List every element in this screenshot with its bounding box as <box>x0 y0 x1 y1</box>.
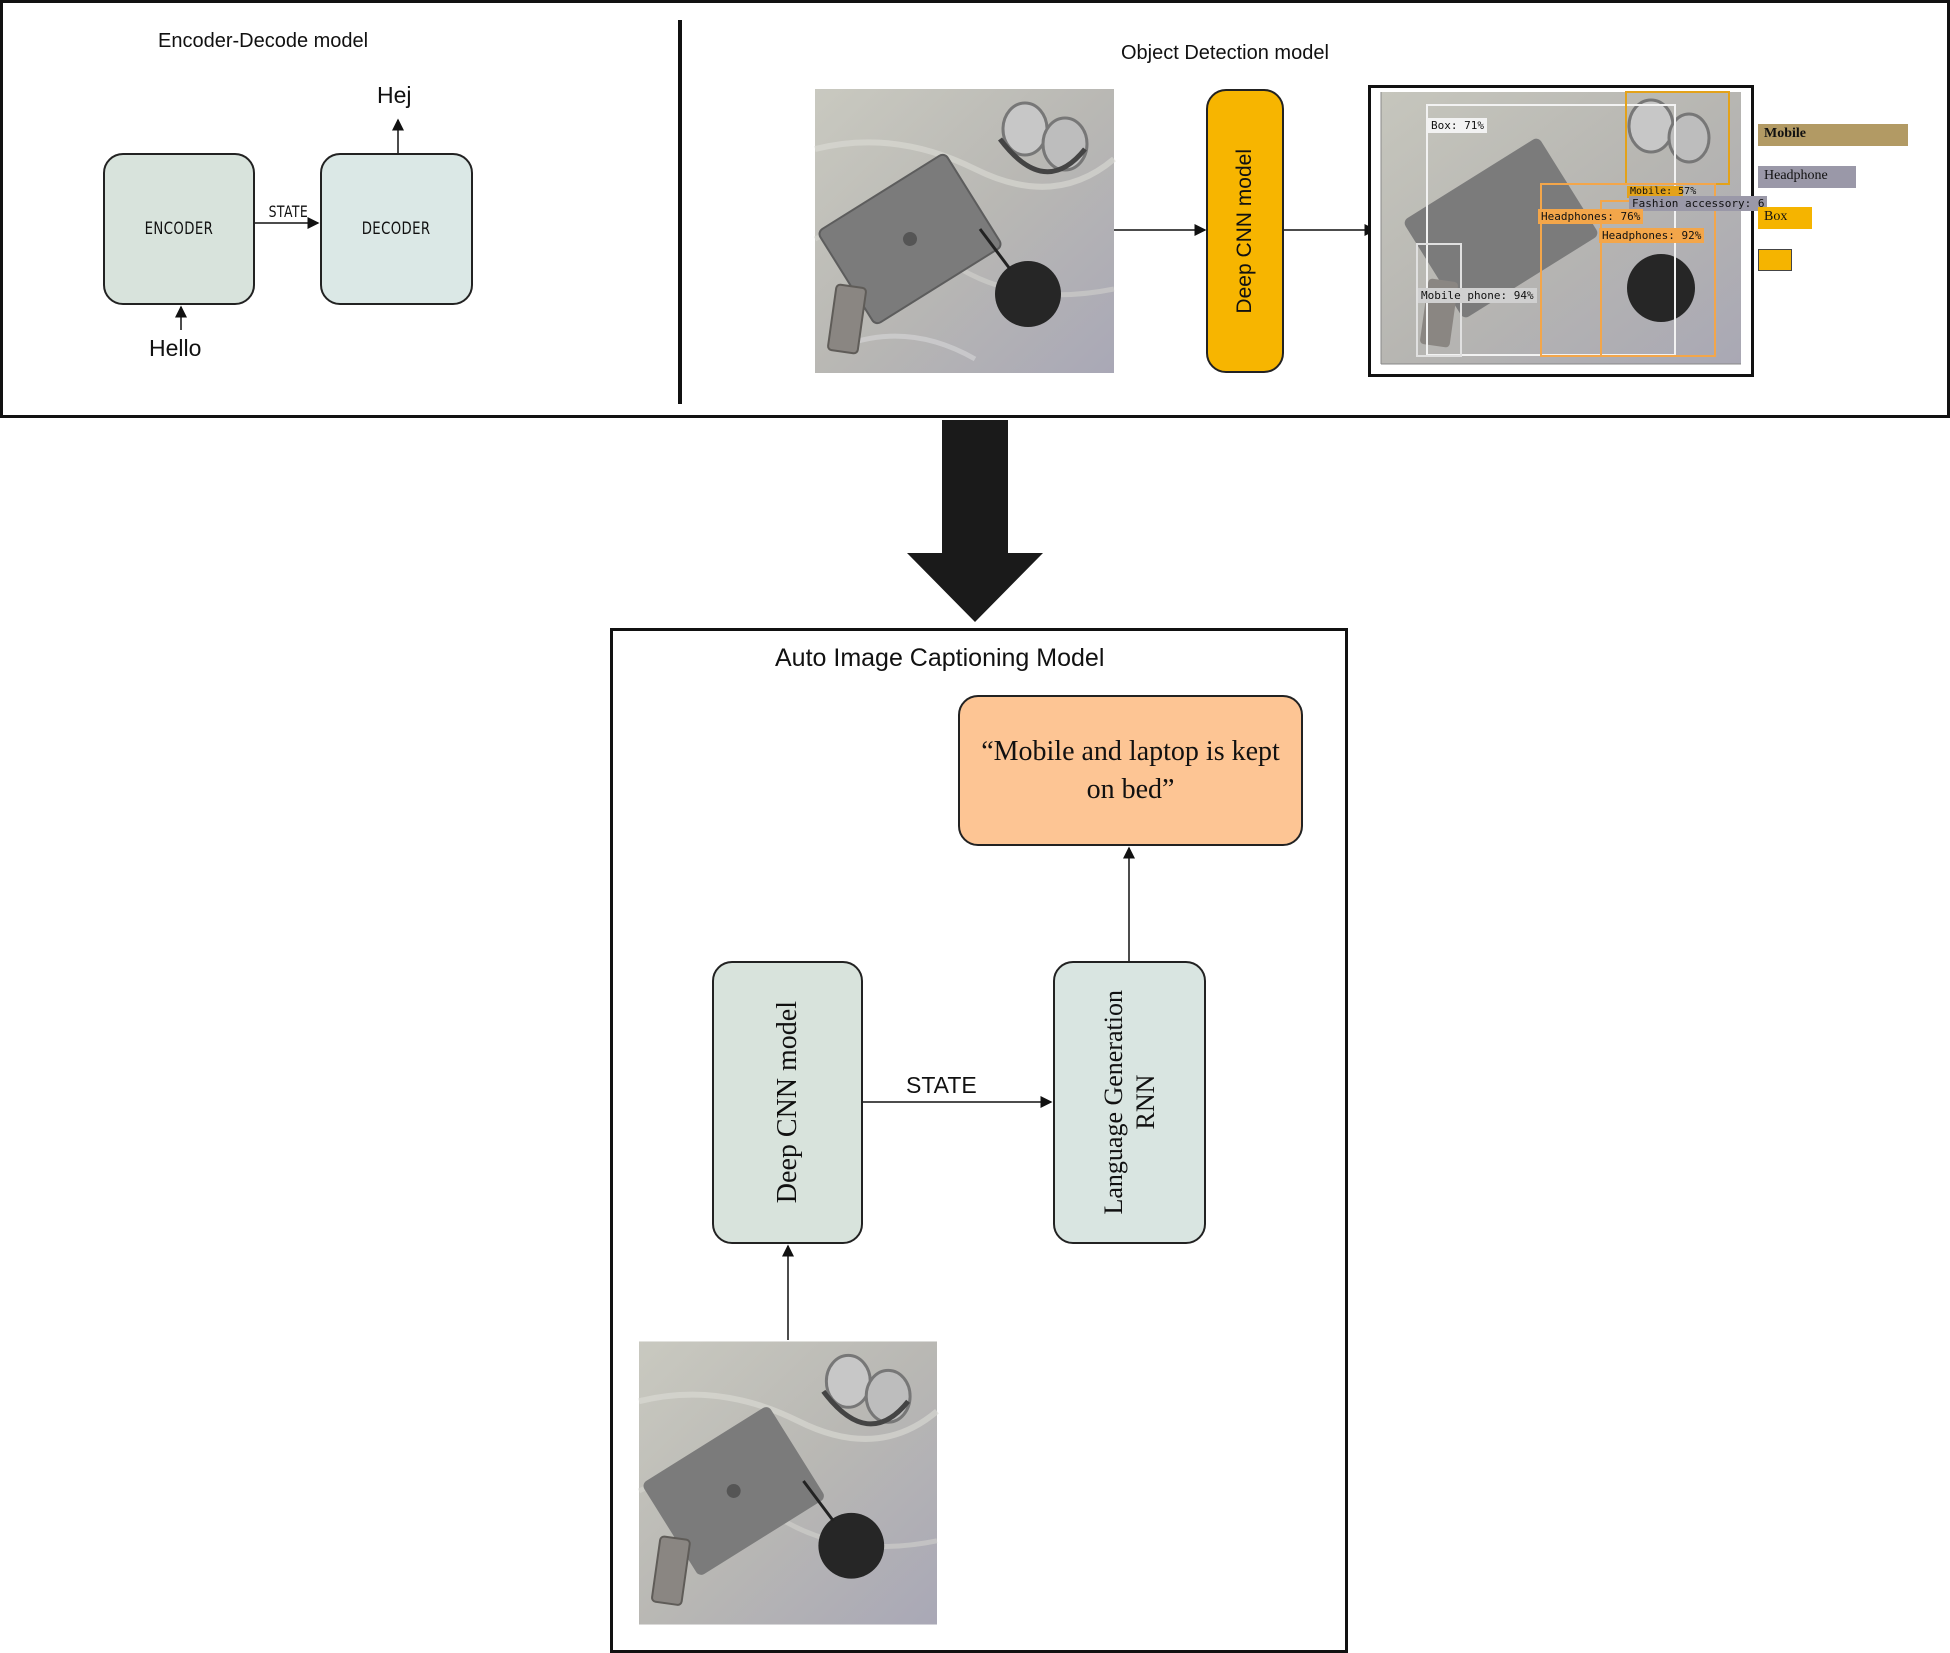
decoder-label: DECODER <box>362 219 431 239</box>
input-photo <box>813 89 1116 373</box>
decoder-box: DECODER <box>320 153 473 305</box>
legend-unlabeled <box>1758 249 1792 271</box>
detection-arrows <box>1114 224 1377 236</box>
rnn-label-line2: RNN <box>1130 1075 1160 1130</box>
panel-divider <box>678 20 682 404</box>
rnn-label: Language Generation RNN <box>1098 990 1162 1215</box>
caption-cnn-box: Deep CNN model <box>712 961 863 1244</box>
detection-label-top: Mobile: 57% <box>1627 186 1696 198</box>
encoder-box: ENCODER <box>103 153 255 305</box>
detection-label-mobile-phone: Mobile phone: 94% <box>1418 288 1537 303</box>
legend-box: Box <box>1758 207 1812 229</box>
rnn-label-line1: Language Generation <box>1098 990 1128 1215</box>
top-panel <box>0 0 1950 418</box>
detection-label-headphones-1: Headphones: 76% <box>1538 209 1644 224</box>
object-detection-title: Object Detection model <box>1121 42 1329 64</box>
encoder-state-label: STATE <box>268 202 309 221</box>
caption-cnn-label: Deep CNN model <box>771 1001 803 1204</box>
detection-label-fashion: Fashion accessory: 6 <box>1629 196 1768 211</box>
detection-label-box: Box: 71% <box>1428 118 1487 133</box>
encoder-label: ENCODER <box>144 219 214 239</box>
encoder-decoder-arrows <box>175 118 404 330</box>
input-word: Hello <box>149 335 202 361</box>
big-down-arrow <box>907 420 1043 622</box>
detection-output-frame: Box: 71% Mobile: 57% Fashion accessory: … <box>1368 85 1768 377</box>
captioning-input-photo <box>637 1341 939 1625</box>
encoder-decoder-title: Encoder-Decode model <box>158 30 369 52</box>
output-word: Hej <box>377 82 412 108</box>
legend-headphone: Headphone <box>1758 166 1856 188</box>
captioning-state-label: STATE <box>906 1072 977 1098</box>
caption-output-box: “Mobile and laptop is kept on bed” <box>958 695 1303 846</box>
captioning-title: Auto Image Captioning Model <box>775 644 1105 672</box>
detection-label-headphones-2: Headphones: 92% <box>1599 228 1705 243</box>
rnn-box: Language Generation RNN <box>1053 961 1206 1244</box>
detection-cnn-box: Deep CNN model <box>1206 89 1284 373</box>
caption-output-text: “Mobile and laptop is kept on bed” <box>981 735 1280 805</box>
captioning-panel <box>610 628 1348 1653</box>
legend-mobile: Mobile <box>1758 124 1908 146</box>
